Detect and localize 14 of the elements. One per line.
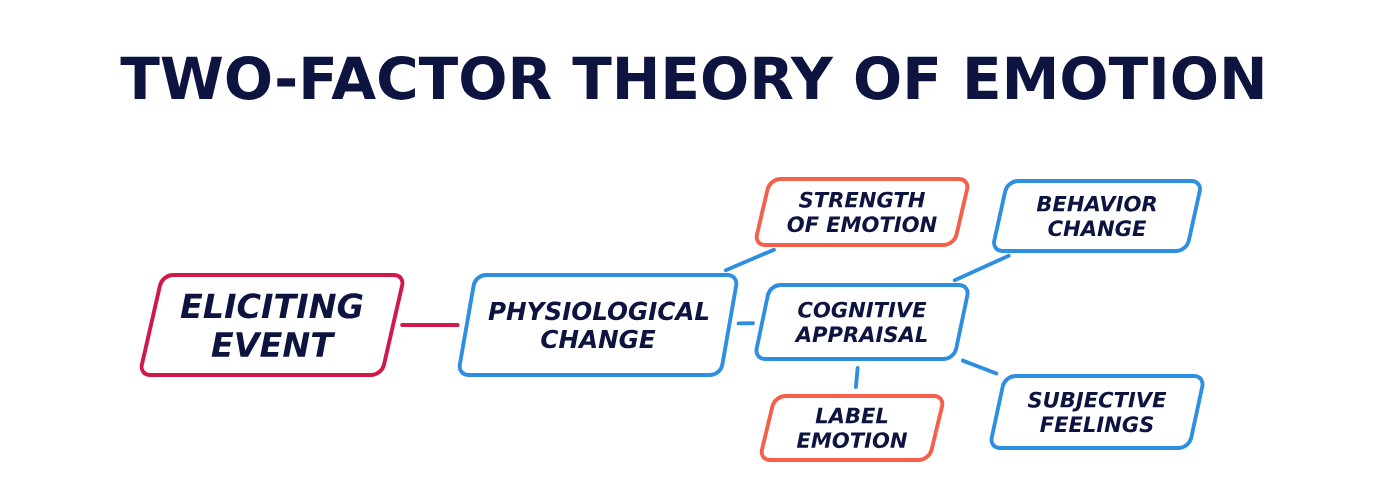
connector-line bbox=[960, 358, 999, 376]
connector-line bbox=[952, 253, 1011, 283]
process-box: BEHAVIOR CHANGE bbox=[992, 179, 1202, 253]
title: TWO-FACTOR THEORY OF EMOTION bbox=[120, 56, 1263, 100]
process-box: COGNITIVE APPRAISAL bbox=[754, 283, 970, 361]
connector-line bbox=[853, 366, 860, 389]
process-box: LABEL EMOTION bbox=[759, 394, 945, 462]
connector-line bbox=[400, 323, 460, 327]
connector-line bbox=[723, 247, 776, 273]
process-box: ELICITING EVENT bbox=[139, 273, 405, 377]
process-box: SUBJECTIVE FEELINGS bbox=[989, 374, 1205, 450]
process-box: STRENGTH OF EMOTION bbox=[754, 177, 970, 247]
process-box: PHYSIOLOGICAL CHANGE bbox=[457, 273, 739, 377]
connector-line bbox=[736, 321, 755, 326]
